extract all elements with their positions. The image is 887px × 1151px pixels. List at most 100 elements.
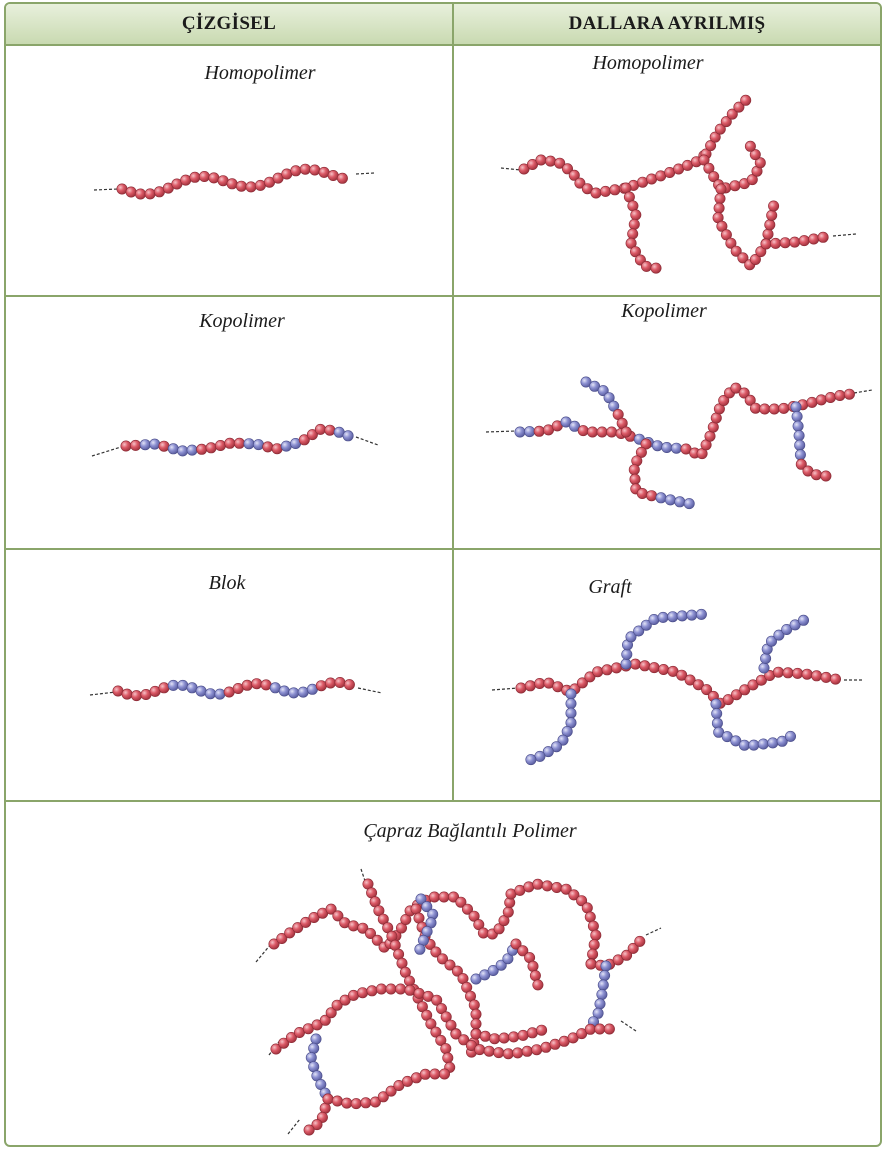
red-monomer-bead [348,990,358,1000]
red-monomer-bead [536,1025,546,1035]
red-monomer-bead [135,189,145,199]
red-monomer-bead [395,984,405,994]
blue-monomer-bead [622,649,632,659]
copolymer-bead [637,488,647,498]
blue-monomer-bead [658,612,668,622]
copolymer-bead [662,442,672,452]
red-monomer-bead [527,1028,537,1038]
monomer-beads [113,95,855,1135]
copolymer-bead [794,430,804,440]
polymer-illustrations [6,4,880,1145]
red-monomer-bead [745,141,755,151]
red-monomer-bead [323,1094,333,1104]
copolymer-bead [587,427,597,437]
red-monomer-bead [780,238,790,248]
red-monomer-bead [630,659,640,669]
copolymer-bead [652,441,662,451]
block-copolymer-bead [325,678,335,688]
red-monomer-bead [357,988,367,998]
red-monomer-bead [631,210,641,220]
copolymer-bead [811,470,821,480]
red-monomer-bead [767,210,777,220]
copolymer-bead [630,474,640,484]
copolymer-bead [792,411,802,421]
blue-monomer-bead [526,754,536,764]
red-monomer-bead [714,203,724,213]
copolymer-bead [315,424,325,434]
copolymer-bead [684,498,694,508]
red-monomer-bead [209,173,219,183]
blue-monomer-bead [566,689,576,699]
red-monomer-bead [236,181,246,191]
red-monomer-bead [441,1043,451,1053]
polymer-structure-table: ÇİZGİSEL DALLARA AYRILMIŞ Homopolimer Ho… [4,2,882,1147]
chain-end-dash [256,944,271,962]
copolymer-bead [177,446,187,456]
red-monomer-bead [348,921,358,931]
chain-end-dash [501,168,521,170]
red-monomer-bead [530,970,540,980]
red-monomer-bead [802,669,812,679]
chain-end-dash [288,1119,300,1134]
blue-monomer-bead [415,944,425,954]
copolymer-bead [121,441,131,451]
chain-end-dash [358,688,382,693]
red-monomer-bead [199,171,209,181]
block-copolymer-bead [131,690,141,700]
block-copolymer-bead [316,681,326,691]
red-monomer-bead [809,234,819,244]
copolymer-bead [795,440,805,450]
copolymer-bead [263,442,273,452]
copolymer-bead [225,438,235,448]
copolymer-bead [597,427,607,437]
red-monomer-bead [443,1053,453,1063]
red-monomer-bead [342,1098,352,1108]
red-monomer-bead [811,671,821,681]
red-monomer-bead [525,681,535,691]
block-copolymer-bead [242,680,252,690]
red-monomer-bead [641,261,651,271]
chain-end-dash [833,234,856,236]
red-monomer-bead [310,165,320,175]
red-monomer-bead [469,1000,479,1010]
block-copolymer-bead [298,687,308,697]
red-monomer-bead [587,949,597,959]
red-monomer-bead [658,664,668,674]
chain-end-dash [486,431,516,432]
copolymer-bead [769,404,779,414]
chain-end-dash [356,173,374,174]
red-monomer-bead [503,907,513,917]
blue-monomer-bead [566,698,576,708]
block-copolymer-bead [261,680,271,690]
copolymer-bead [835,390,845,400]
red-monomer-bead [790,237,800,247]
blue-monomer-bead [712,708,722,718]
block-copolymer-bead [252,679,262,689]
red-monomer-bead [552,882,562,892]
red-monomer-bead [715,193,725,203]
blue-monomer-bead [712,718,722,728]
block-copolymer-bead [335,677,345,687]
red-monomer-bead [291,166,301,176]
copolymer-bead [665,495,675,505]
copolymer-bead [187,445,197,455]
red-monomer-bead [145,189,155,199]
block-copolymer-bead [344,679,354,689]
red-monomer-bead [593,667,603,677]
copolymer-bead [244,439,254,449]
chain-end-dash [356,437,378,445]
red-monomer-bead [535,678,545,688]
red-monomer-bead [181,175,191,185]
red-monomer-bead [610,185,620,195]
red-monomer-bead [227,179,237,189]
red-monomer-bead [628,229,638,239]
red-monomer-bead [799,235,809,245]
red-monomer-bead [533,879,543,889]
red-monomer-bead [190,172,200,182]
red-monomer-bead [475,1044,485,1054]
red-monomer-bead [471,1019,481,1029]
red-monomer-bead [516,683,526,693]
copolymer-bead [816,395,826,405]
copolymer-bead [844,389,854,399]
red-monomer-bead [439,892,449,902]
